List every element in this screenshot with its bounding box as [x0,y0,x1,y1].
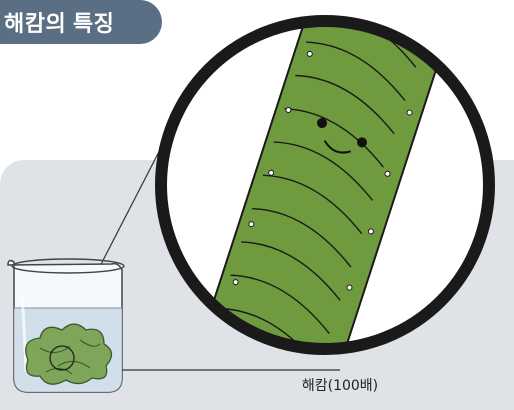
beaker-icon [8,259,124,392]
magnifier-ring [161,0,489,410]
figure-caption: 해캄(100배) [280,375,400,395]
